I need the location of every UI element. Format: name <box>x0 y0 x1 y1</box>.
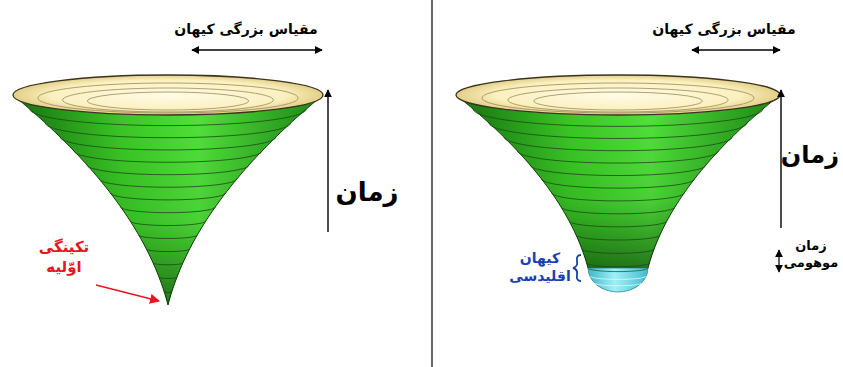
cone-ring <box>99 179 237 187</box>
cone-ring <box>582 249 654 253</box>
cone-ring <box>121 207 216 213</box>
cone-shade <box>13 95 323 305</box>
cone-mouth <box>456 75 780 115</box>
cone-ring <box>130 221 206 226</box>
cone-ring <box>587 263 650 267</box>
mouth-ring <box>38 83 298 113</box>
callout-label: تکینگی اوّلیه <box>39 238 90 277</box>
cap-ring <box>595 283 642 286</box>
cap-ring <box>590 276 647 279</box>
cone-ring <box>87 165 249 175</box>
callout-label: کیهان اقلیدسی <box>509 249 570 285</box>
cone-ring <box>45 123 290 138</box>
cone-ring <box>74 151 262 162</box>
imaginary-time-arrow <box>778 250 779 272</box>
cone-ring <box>542 179 695 188</box>
cone-ring <box>146 249 189 252</box>
axis-label: زمان <box>781 140 839 171</box>
cone-ring <box>164 291 172 292</box>
cone-ring <box>60 137 276 150</box>
mouth-ring <box>63 88 274 112</box>
separator-line <box>431 0 432 367</box>
cone-ring <box>518 151 719 163</box>
brace <box>573 255 581 281</box>
cone-body <box>456 95 780 268</box>
scale-arrow <box>192 49 322 50</box>
axis-label: زمان موهومی <box>784 238 839 272</box>
time-arrow <box>327 90 328 232</box>
euclidean-cap <box>588 268 648 292</box>
cone-ring <box>159 277 177 279</box>
cone-ring <box>489 123 747 138</box>
scale-arrow <box>692 49 780 50</box>
mouth-ring <box>508 88 728 112</box>
axis-label: مقیاس بزرگی کیهان <box>174 20 317 38</box>
cone-ring <box>153 263 183 265</box>
cone-ring <box>530 165 706 176</box>
cone-ring <box>561 207 675 214</box>
axis-label: زمان <box>335 176 398 210</box>
pointer-arrow <box>96 285 159 301</box>
cone-ring <box>576 235 660 240</box>
cone-shade <box>456 95 780 268</box>
cone-body <box>13 95 323 305</box>
cone-ring <box>504 137 732 151</box>
cone-ring <box>552 193 684 201</box>
cone-group <box>13 75 780 305</box>
mouth-ring <box>534 92 702 110</box>
cone-mouth <box>13 75 323 115</box>
axis-label: مقیاس بزرگی کیهان <box>652 20 795 38</box>
cone-ring <box>110 193 225 200</box>
mouth-ring <box>87 92 248 110</box>
mouth-ring <box>482 83 754 113</box>
cone-ring <box>139 235 198 239</box>
cap-ring <box>588 268 648 272</box>
cone-ring <box>569 221 667 227</box>
